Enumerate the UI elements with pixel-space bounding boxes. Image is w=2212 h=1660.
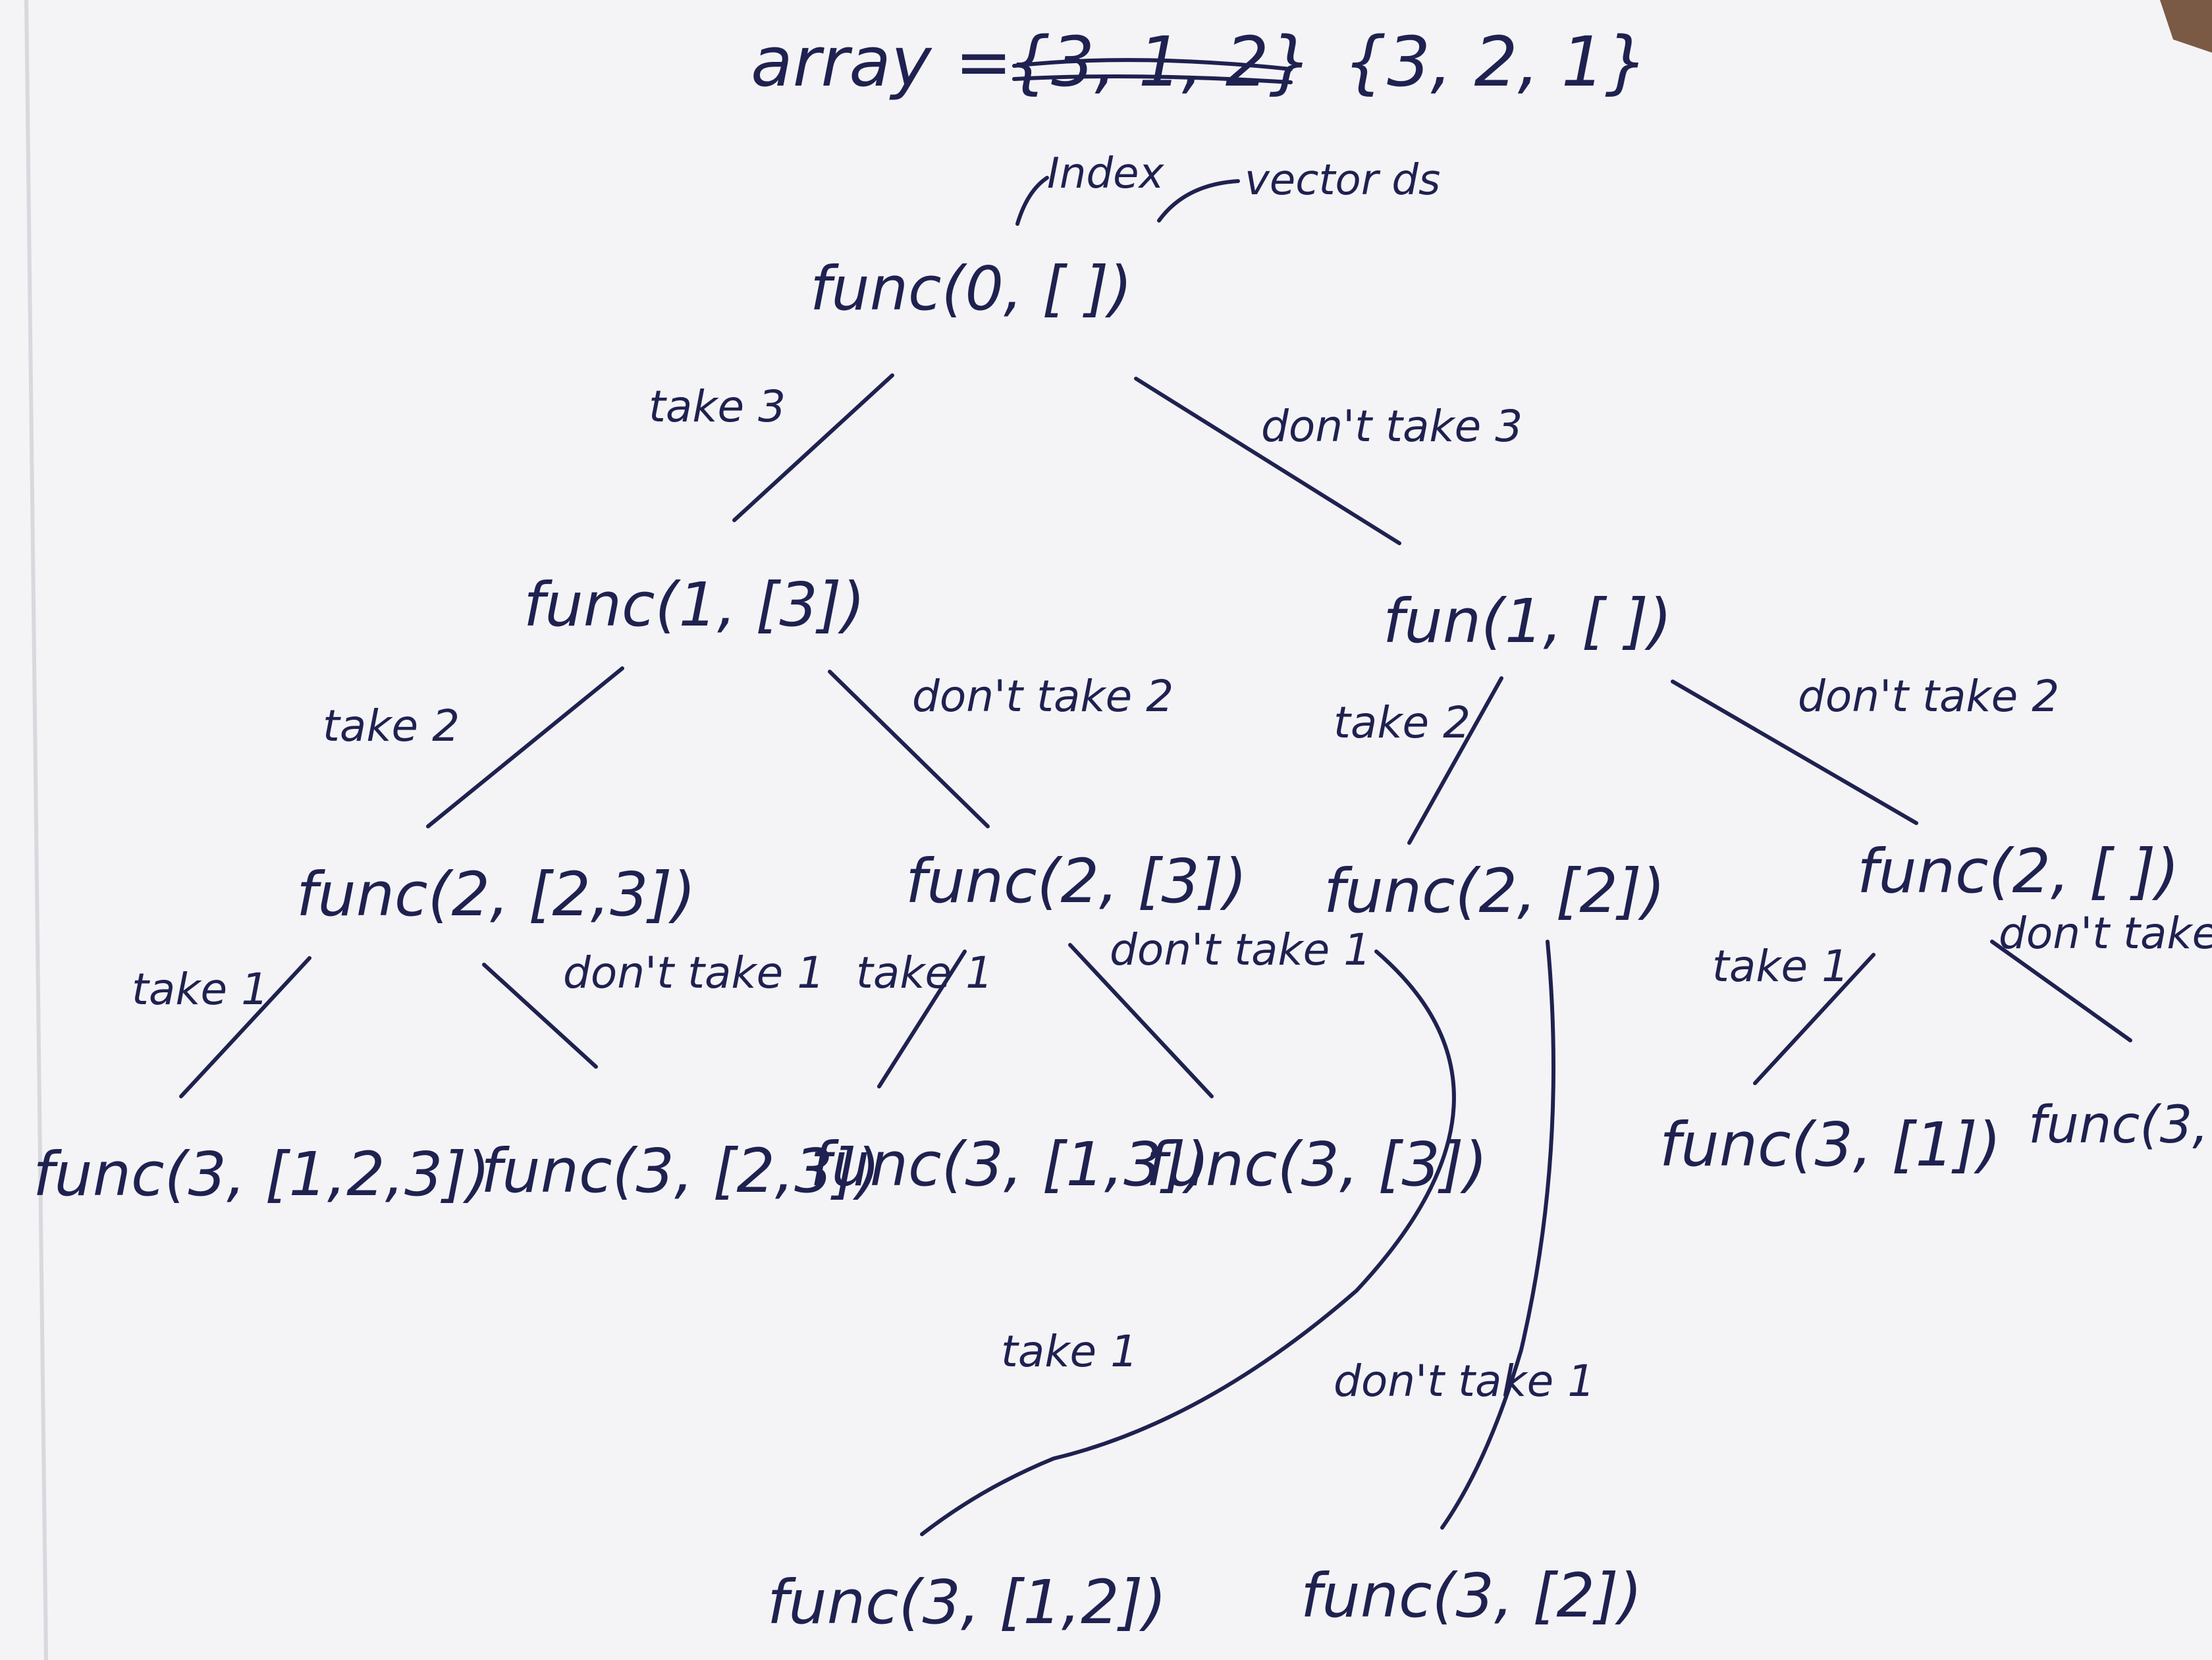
tree-node-n13: func(3, [1,2]) <box>767 1567 1167 1638</box>
tree-node-n5: func(2, [2]) <box>1324 856 1665 926</box>
edge-line-e12 <box>1440 940 1555 1530</box>
tree-node-n9: func(3, [1,3]) <box>810 1129 1210 1200</box>
edge-line-e1 <box>732 373 894 522</box>
edge-line-e11 <box>920 950 1456 1536</box>
strike-through-line-2 <box>1012 74 1293 84</box>
edge-line-e2 <box>1134 377 1401 545</box>
tree-node-n0: func(0, [ ]) <box>810 254 1132 324</box>
tree-node-n14: func(3, [2]) <box>1301 1561 1642 1631</box>
tree-node-n8: func(3, [2,3]) <box>481 1136 880 1206</box>
annotation-vector-pointer <box>1157 179 1240 223</box>
edge-line-e13 <box>1753 953 1875 1085</box>
edge-line-e9 <box>877 950 967 1088</box>
tree-node-n12: func(3, [ ]) <box>2028 1096 2212 1155</box>
edge-label-e6: don't take 2 <box>1798 671 2059 722</box>
edge-label-e3: take 2 <box>323 701 460 751</box>
edge-line-e7 <box>179 956 311 1098</box>
edge-label-e8: don't take 1 <box>563 948 824 998</box>
edge-label-e7: take 1 <box>132 964 269 1015</box>
edge-label-e1: take 3 <box>649 381 786 432</box>
title-new-array: {3, 2, 1} <box>1343 22 1648 102</box>
tree-node-n3: func(2, [2,3]) <box>296 859 696 930</box>
edge-label-e11: take 1 <box>1001 1326 1138 1377</box>
page-edge-shadow <box>24 0 48 1660</box>
title-equals: = <box>955 22 1012 102</box>
tree-node-n4: func(2, [3]) <box>905 846 1247 917</box>
tree-node-n2: fun(1, [ ]) <box>1383 586 1672 656</box>
annotation-index-pointer <box>1015 176 1049 226</box>
edge-labels: take 3 don't take 3 take 2 don't take 2 … <box>132 381 2212 1406</box>
tree-node-n7: func(3, [1,2,3]) <box>33 1139 490 1210</box>
edge-line-e4 <box>828 670 990 828</box>
annotation-vector-ds: vector ds <box>1245 156 1440 205</box>
tree-node-n1: func(1, [3]) <box>524 570 865 640</box>
edge-label-e13: take 1 <box>1712 941 1849 992</box>
tree-node-n6: func(2, [ ]) <box>1857 836 2179 907</box>
edge-label-e9: take 1 <box>856 948 993 998</box>
strike-through-line <box>1012 58 1293 71</box>
edge-line-e14 <box>1990 940 2132 1042</box>
title-label: array <box>751 22 932 102</box>
tree-node-n10: func(3, [3]) <box>1146 1129 1488 1200</box>
edge-label-e12: don't take 1 <box>1334 1356 1595 1406</box>
edge-line-e8 <box>482 963 598 1069</box>
tree-node-n11: func(3, [1]) <box>1659 1110 2001 1180</box>
nodes: func(0, [ ]) func(1, [3]) fun(1, [ ]) fu… <box>33 254 2212 1638</box>
edge-label-e10: don't take 1 <box>1110 924 1371 975</box>
edge-label-e2: don't take 3 <box>1261 401 1523 452</box>
edge-line-e3 <box>426 666 624 828</box>
edge-label-e14: don't take 1 <box>1999 908 2212 959</box>
annotations: Index vector ds <box>1015 149 1440 226</box>
edge-line-e6 <box>1671 680 1918 825</box>
edge-line-e10 <box>1068 943 1214 1098</box>
edge-label-e5: take 2 <box>1334 697 1470 748</box>
annotation-index: Index <box>1047 149 1164 198</box>
edges <box>179 373 2132 1536</box>
edge-label-e4: don't take 2 <box>912 671 1173 722</box>
title-row: array = {3, 1, 2} {3, 2, 1} <box>751 22 1648 102</box>
edge-line-e5 <box>1407 676 1503 845</box>
